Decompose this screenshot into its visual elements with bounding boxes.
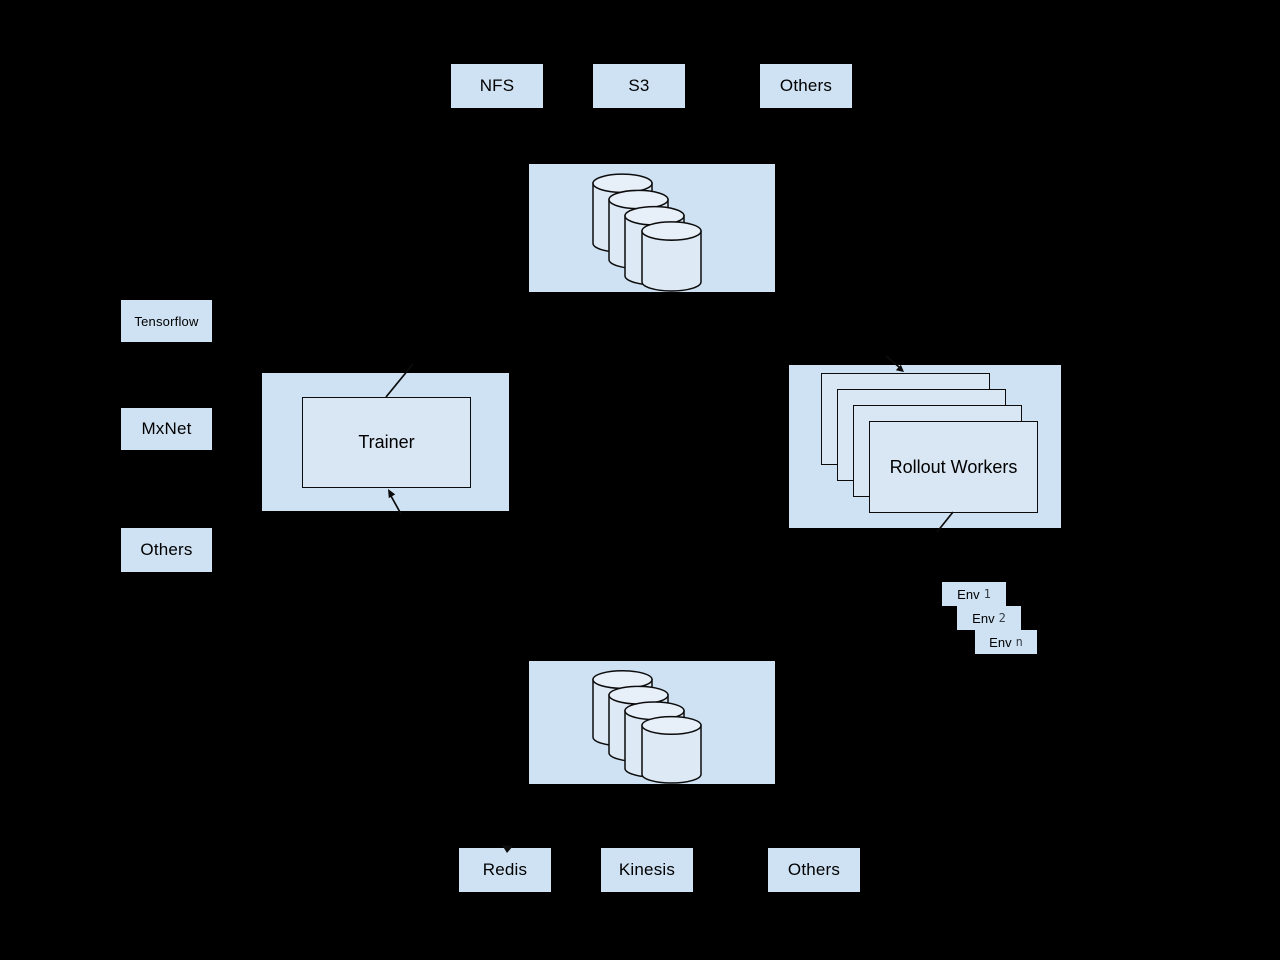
node-kinesis: Kinesis [601, 848, 693, 892]
env-label: Env [972, 610, 995, 626]
node-others-bottom: Others [768, 848, 860, 892]
node-redis: Redis [459, 848, 551, 892]
node-trainer: Trainer [302, 397, 471, 488]
node-nfs: NFS [451, 64, 543, 108]
node-rollout-workers: Rollout Workers [869, 421, 1038, 513]
rollout-workers-group: Rollout Workers [789, 365, 1061, 528]
database-cylinders-icon [592, 173, 702, 292]
node-others-left: Others [121, 528, 212, 572]
env-label: Env [957, 586, 980, 602]
node-others-top: Others [760, 64, 852, 108]
storage-cluster-top [529, 164, 775, 292]
env-index: n [1015, 635, 1023, 649]
env-index: 1 [983, 587, 991, 601]
node-tensorflow: Tensorflow [121, 300, 212, 342]
node-s3: S3 [593, 64, 685, 108]
storage-cluster-bottom [529, 661, 775, 784]
env-index: 2 [998, 611, 1006, 625]
database-cylinders-icon [592, 670, 702, 784]
node-mxnet: MxNet [121, 408, 212, 450]
env-label: Env [989, 634, 1012, 650]
trainer-group: Trainer [262, 373, 509, 511]
